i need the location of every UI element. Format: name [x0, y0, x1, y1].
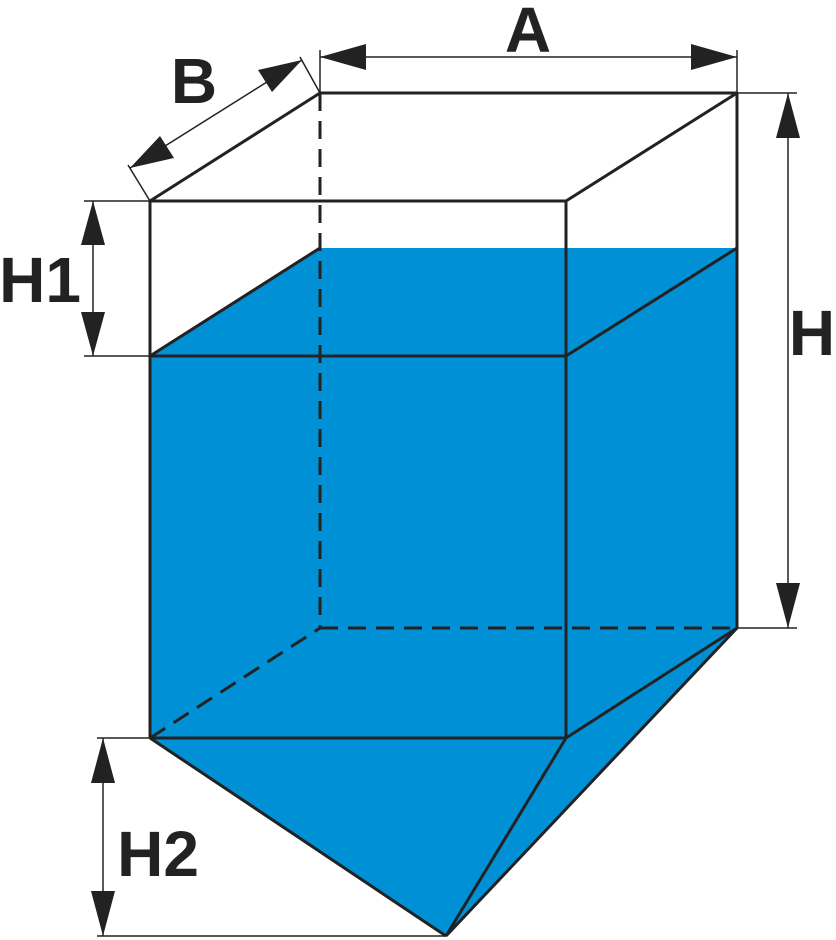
tank-top-rim [148, 91, 739, 203]
liquid-level-left-edge [149, 246, 321, 358]
h-arrowhead-bottom [776, 583, 800, 628]
label-h1: H1 [0, 244, 81, 316]
b-extension-line-back [299, 56, 321, 94]
h2-arrowhead-bottom [91, 891, 115, 936]
b-arrowhead-back [258, 60, 302, 92]
liquid-level-right-edge [565, 246, 738, 358]
hopper-right-edge [444, 626, 739, 938]
hopper-left-edge [149, 736, 447, 938]
hidden-edges [149, 93, 737, 740]
h2-arrowhead-top [91, 738, 115, 783]
liquid-fill [150, 248, 737, 936]
liquid-top-surface [150, 248, 737, 356]
dimension-arrowheads [81, 44, 800, 936]
liquid-front-face [150, 356, 566, 738]
hopper-middle-edge [444, 737, 568, 937]
hidden-left-bottom-edge [149, 626, 321, 740]
dimension-lines [84, 50, 797, 937]
right-bottom-edge [565, 626, 738, 740]
h1-arrowhead-bottom [81, 312, 105, 356]
h-arrowhead-top [776, 93, 800, 138]
label-h2: H2 [117, 818, 199, 890]
b-extension-line-front [127, 164, 151, 202]
label-a: A [505, 0, 551, 66]
label-b: B [171, 45, 217, 117]
liquid-right-face [566, 248, 737, 738]
label-h: H [789, 297, 835, 369]
h1-arrowhead-top [81, 201, 105, 245]
hopper-front-face [150, 738, 566, 936]
a-arrowhead-right [691, 44, 737, 70]
b-arrowhead-front [130, 136, 174, 168]
tank-outline [148, 91, 739, 938]
a-arrowhead-left [320, 44, 366, 70]
